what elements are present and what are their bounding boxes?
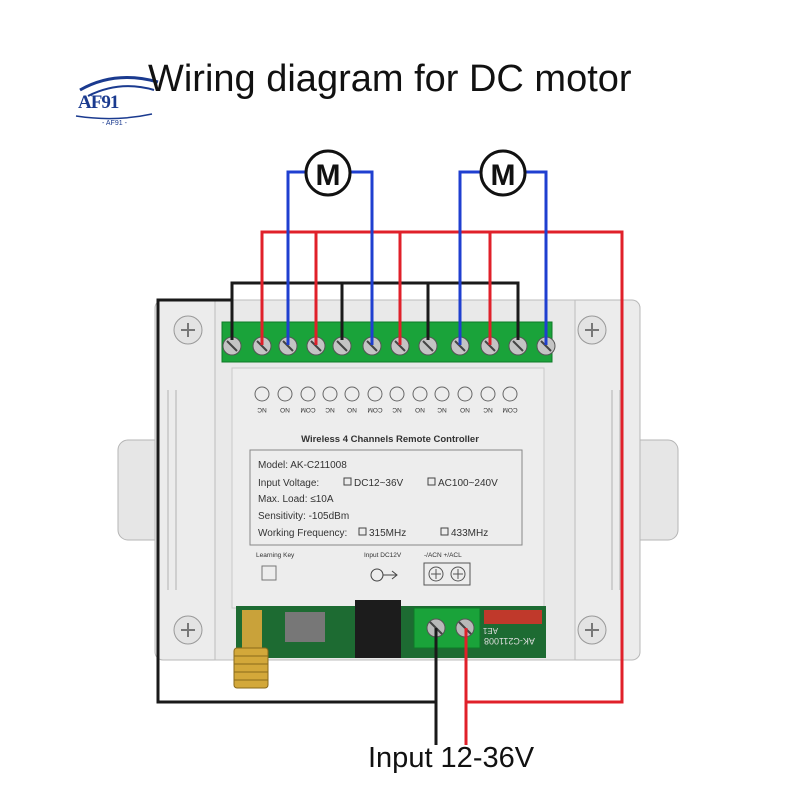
input-voltage-opt2: AC100~240V — [438, 478, 498, 489]
panel-terminal-icon — [412, 386, 428, 402]
terminal-label: NC — [325, 406, 335, 413]
input-voltage-opt1: DC12~36V — [354, 478, 404, 489]
logo-text: AF91 — [78, 92, 119, 113]
motor-1-icon: M — [304, 149, 352, 197]
power-terminal-block — [413, 607, 481, 649]
terminal-screw-icon — [252, 336, 272, 356]
input-voltage-label: Input Voltage: — [258, 478, 319, 489]
panel-terminal-icon — [457, 386, 473, 402]
motor-2-label: M — [491, 159, 516, 192]
logo-wings-icon — [75, 76, 159, 120]
terminal-label: COM — [300, 406, 315, 413]
panel-terminal-icon — [480, 386, 496, 402]
page-title: Wiring diagram for DC motor — [148, 58, 632, 100]
panel-terminal-icon — [300, 386, 316, 402]
frequency-opt2: 433MHz — [451, 528, 488, 539]
terminal-label: NO — [415, 406, 425, 413]
panel-terminal-icon — [277, 386, 293, 402]
panel-terminal-icon — [344, 386, 360, 402]
terminal-label: NC — [257, 406, 267, 413]
panel-terminal-icon — [389, 386, 405, 402]
black-wires — [156, 281, 520, 745]
terminal-screw-icon — [480, 336, 500, 356]
blue-motor-wires — [286, 170, 548, 345]
panel-terminal-icon — [434, 386, 450, 402]
terminal-label: COM — [367, 406, 382, 413]
sensitivity-text: Sensitivity: -105dBm — [258, 511, 349, 522]
terminal-label: NC — [437, 406, 447, 413]
terminal-label: NC — [392, 406, 402, 413]
red-wires — [260, 230, 624, 745]
mount-screw-icon — [173, 315, 607, 645]
logo-subtext: - AF91 - — [102, 120, 127, 127]
terminal-label: COM — [502, 406, 517, 413]
learning-key-button[interactable] — [261, 565, 277, 581]
terminal-label: NO — [460, 406, 470, 413]
motor-1-label: M — [316, 159, 341, 192]
input-voltage-caption: Input 12-36V — [368, 742, 535, 774]
learning-key-switch[interactable] — [285, 612, 325, 642]
model-text: Model: AK-C211008 — [258, 460, 347, 471]
dc-jack-icon — [370, 568, 398, 582]
frequency-label: Working Frequency: — [258, 528, 347, 539]
terminal-screw-icon — [390, 336, 410, 356]
power-terminals-label: -/ACN +/ACL — [424, 552, 462, 559]
panel-terminal-icon — [502, 386, 518, 402]
panel-terminal-icon — [322, 386, 338, 402]
frequency-opt1: 315MHz — [369, 528, 406, 539]
motor-2-icon: M — [479, 149, 527, 197]
antenna-connector-icon — [242, 610, 262, 650]
input-dc-label: Input DC12V — [364, 552, 402, 559]
brand-logo: AF91 - AF91 - — [70, 68, 160, 138]
dc-jack — [355, 600, 401, 658]
pcb-board: AK-C211008 AE1 — [233, 600, 546, 689]
terminal-screw-icon — [362, 336, 382, 356]
output-terminal-block — [221, 321, 556, 363]
panel-terminal-icon — [367, 386, 383, 402]
max-load-text: Max. Load: ≤10A — [258, 494, 334, 505]
pcb-small-label: AE1 — [482, 626, 498, 635]
label-panel: NC NO COM NC NO COM NC NO NC NO NC COM Wireless 4 C… — [231, 367, 545, 609]
terminal-label: NO — [280, 406, 290, 413]
panel-terminal-icon — [254, 386, 270, 402]
terminal-screw-icon — [278, 336, 298, 356]
terminal-screw-icon — [536, 336, 556, 356]
terminal-label: NC — [483, 406, 493, 413]
learning-key-label: Learning Key — [256, 552, 295, 559]
terminal-screw-icon — [508, 336, 528, 356]
pcb-model-label: AK-C211008 — [484, 636, 535, 646]
terminal-label: NO — [347, 406, 357, 413]
panel-heading: Wireless 4 Channels Remote Controller — [301, 434, 479, 445]
